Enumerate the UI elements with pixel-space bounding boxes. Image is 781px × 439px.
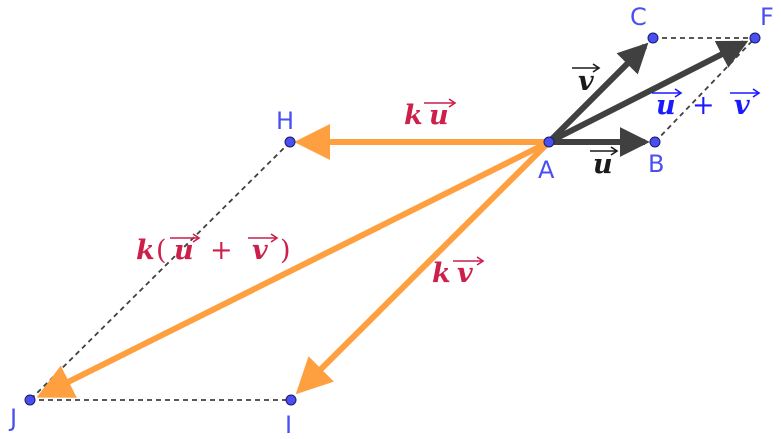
label-k-u-plus-v-k: k [136,235,155,266]
vector-kv [295,139,552,395]
label-k-u-plus-v-close: ) [280,235,291,266]
point-label-h: H [276,107,294,135]
point-label-a: A [538,156,555,184]
point-c: C [630,3,659,44]
vector-v [546,42,649,145]
vector-k-u-plus-v [36,139,551,398]
dashed-edge-h-j [29,141,291,401]
label-kv-v: v [457,258,473,289]
point-a: A [538,136,555,184]
label-ku-u: u [429,100,449,131]
label-u-text: u [593,149,613,180]
label-u-plus-v: u + v [652,88,761,121]
label-u: u [590,146,619,180]
point-label-c: C [630,3,647,31]
point-label-j: J [8,404,17,432]
label-k-u-plus-v-v: v [252,235,268,266]
label-k-u-plus-v-plus: + [210,235,233,266]
point-b: B [648,136,664,178]
label-ku-k: k [404,100,423,131]
point-label-b: B [648,150,664,178]
point-j: J [8,394,36,432]
point-label-f: F [760,3,774,31]
label-u-plus-v-plus: + [692,90,715,121]
label-k-u-plus-v-open: ( [156,235,167,266]
label-u-plus-v-u: u [656,90,676,121]
label-u-plus-v-v: v [734,90,750,121]
label-ku: k u [404,98,457,131]
point-h: H [276,107,296,148]
label-kv-k: k [432,258,451,289]
label-v-text: v [578,66,594,97]
vector-u-plus-v [547,40,749,145]
label-k-u-plus-v-u: u [174,235,194,266]
point-f: F [749,3,774,44]
label-v: v [572,63,601,97]
label-kv: k v [432,256,485,289]
point-label-i: I [285,411,292,439]
point-i: I [285,394,297,439]
label-k-u-plus-v: k ( u + v ) [136,233,291,266]
